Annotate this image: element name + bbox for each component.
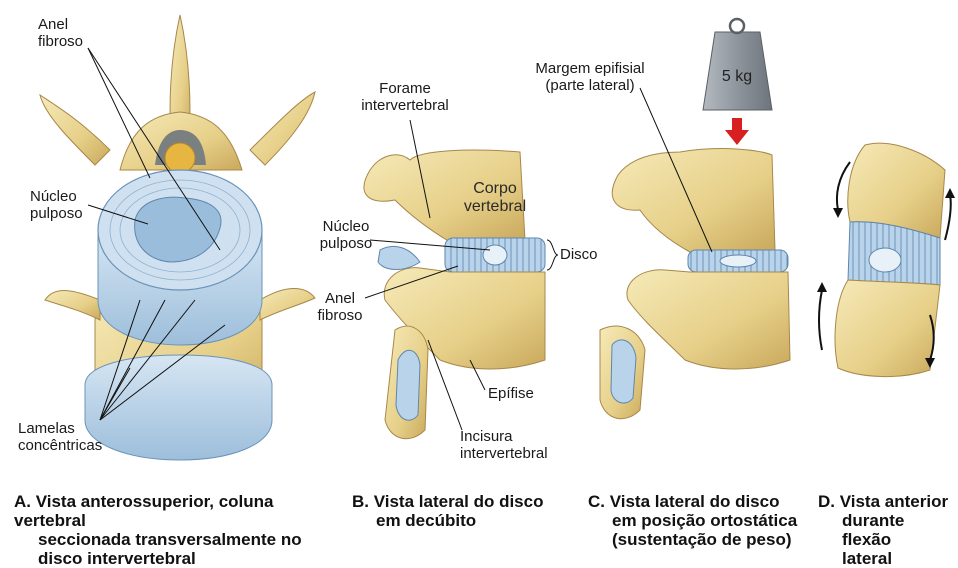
lower-vertebra-c — [627, 270, 790, 369]
label-lamelas-concentricas: Lamelas concêntricas — [18, 420, 102, 454]
caption-d-line-3: lateral — [818, 549, 956, 568]
caption-d-line-2: durante flexão — [818, 511, 956, 549]
nucleus-d — [869, 248, 901, 272]
label-lamelas-line-1: Lamelas — [18, 420, 102, 437]
caption-a-line-2: seccionada transversalmente no — [14, 530, 334, 549]
label-lamelas-line-2: concêntricas — [18, 437, 102, 454]
lower-vertebra-d — [835, 280, 940, 377]
label-corpo-vertebral: Corpo vertebral — [455, 180, 535, 216]
caption-b-line-1: B. Vista lateral do disco — [352, 492, 572, 511]
caption-a-line-1: A. Vista anterossuperior, coluna vertebr… — [14, 492, 334, 530]
label-nucleo-line-1: Núcleo — [30, 188, 83, 205]
label-disco: Disco — [560, 246, 598, 263]
label-nucleo-b-line-2: pulposo — [318, 235, 374, 252]
transverse-process-right — [250, 92, 315, 165]
label-anel-line-2: fibroso — [38, 33, 83, 50]
label-nucleo-b-line-1: Núcleo — [318, 218, 374, 235]
label-incisura-line-2: intervertebral — [460, 445, 548, 462]
label-nucleo-pulposo-a: Núcleo pulposo — [30, 188, 83, 222]
caption-a: A. Vista anterossuperior, coluna vertebr… — [14, 492, 334, 568]
caption-c: C. Vista lateral do disco em posição ort… — [588, 492, 808, 549]
caption-c-line-3: (sustentação de peso) — [588, 530, 808, 549]
label-corpo-line-1: Corpo — [455, 180, 535, 198]
caption-a-line-3: disco intervertebral — [14, 549, 334, 568]
label-anel-b-line-1: Anel — [312, 290, 368, 307]
label-corpo-line-2: vertebral — [455, 198, 535, 216]
label-incisura-line-1: Incisura — [460, 428, 548, 445]
caption-c-line-2: em posição ortostática — [588, 511, 808, 530]
label-anel-b-line-2: fibroso — [312, 307, 368, 324]
label-forame-intervertebral: Forame intervertebral — [350, 80, 460, 114]
load-arrow — [725, 118, 749, 145]
caption-d: D. Vista anterior durante flexão lateral — [818, 492, 956, 568]
label-margem-epifisial: Margem epifisial (parte lateral) — [525, 60, 655, 94]
label-incisura-intervertebral: Incisura intervertebral — [460, 428, 548, 462]
flex-arrow-top-right — [945, 195, 951, 240]
spinal-cord — [165, 143, 195, 173]
label-anel-fibroso-b: Anel fibroso — [312, 290, 368, 324]
nucleus-b — [483, 245, 507, 265]
lower-transverse-right — [260, 288, 315, 320]
panel-a-figure — [40, 15, 315, 460]
nucleus-c — [720, 255, 756, 267]
caption-b-line-2: em decúbito — [352, 511, 572, 530]
label-anel-line-1: Anel — [38, 16, 83, 33]
upper-vertebra-c — [612, 149, 775, 252]
transverse-process-left — [40, 95, 110, 165]
label-nucleo-line-2: pulposo — [30, 205, 83, 222]
label-margem-line-1: Margem epifisial — [525, 60, 655, 77]
panel-d-figure — [817, 143, 955, 376]
label-nucleo-pulposo-b: Núcleo pulposo — [318, 218, 374, 252]
label-margem-line-2: (parte lateral) — [525, 77, 655, 94]
label-forame-line-1: Forame — [350, 80, 460, 97]
lower-disc-band — [85, 355, 272, 460]
label-anel-fibroso-a: Anel fibroso — [38, 16, 83, 50]
caption-c-line-1: C. Vista lateral do disco — [588, 492, 808, 511]
weight-label: 5 kg — [707, 68, 767, 86]
flex-arrow-bottom-left — [819, 290, 822, 350]
lower-transverse-left — [45, 291, 100, 320]
label-epifise: Epífise — [488, 385, 534, 402]
label-forame-line-2: intervertebral — [350, 97, 460, 114]
caption-d-line-1: D. Vista anterior — [818, 492, 956, 511]
caption-b: B. Vista lateral do disco em decúbito — [352, 492, 572, 530]
